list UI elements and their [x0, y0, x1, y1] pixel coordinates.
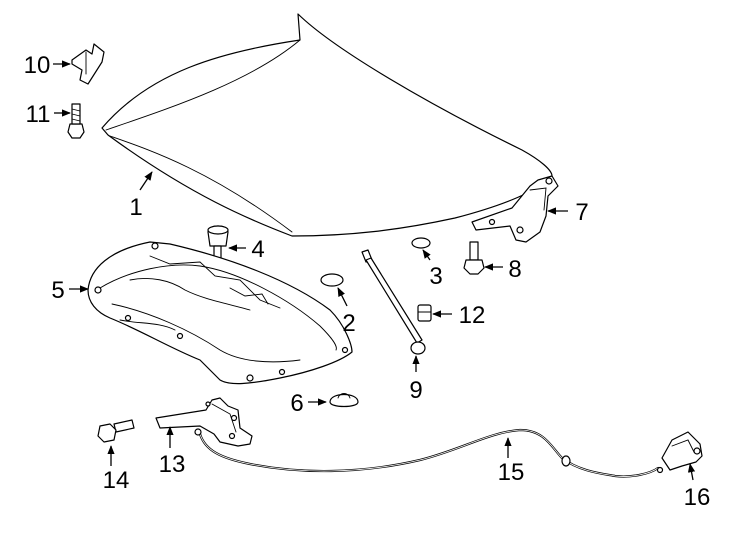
callout-15: 15	[498, 459, 525, 486]
callout-5: 5	[51, 277, 64, 304]
plug-part-3	[411, 237, 431, 249]
callout-3: 3	[429, 263, 442, 290]
callout-4: 4	[251, 236, 264, 263]
support-rod-part	[361, 249, 426, 355]
hood-hinge-part	[471, 175, 559, 243]
callout-8: 8	[508, 256, 521, 283]
leader-lines	[53, 60, 696, 481]
bolt-part-11	[67, 103, 85, 139]
hinge-cover-part	[71, 43, 105, 85]
bumper-stop-part	[207, 225, 229, 259]
release-handle-part	[661, 431, 703, 471]
bolt-part-8	[463, 241, 485, 275]
hood-latch-part	[155, 397, 253, 447]
plug-part-6	[329, 393, 359, 408]
callout-16: 16	[684, 484, 711, 511]
callout-9: 9	[409, 377, 422, 404]
callout-14: 14	[103, 467, 130, 494]
callout-10: 10	[24, 52, 51, 79]
callout-6: 6	[290, 390, 303, 417]
callout-11: 11	[26, 101, 51, 128]
hood-insulator-part	[87, 241, 353, 385]
callout-1: 1	[129, 194, 142, 221]
callout-7: 7	[575, 199, 588, 226]
callout-13: 13	[159, 451, 186, 478]
hood-panel-part	[101, 13, 553, 237]
release-cable-part	[194, 428, 664, 478]
callout-numbers: 1 10 11 4 5 2 3 7 8 9 12 6 13 14 15 16	[24, 52, 711, 511]
callout-2: 2	[342, 310, 355, 337]
bolt-part-14	[97, 419, 135, 443]
clip-part-12	[417, 304, 432, 322]
callout-12: 12	[459, 302, 486, 329]
plug-part-2	[320, 273, 344, 287]
